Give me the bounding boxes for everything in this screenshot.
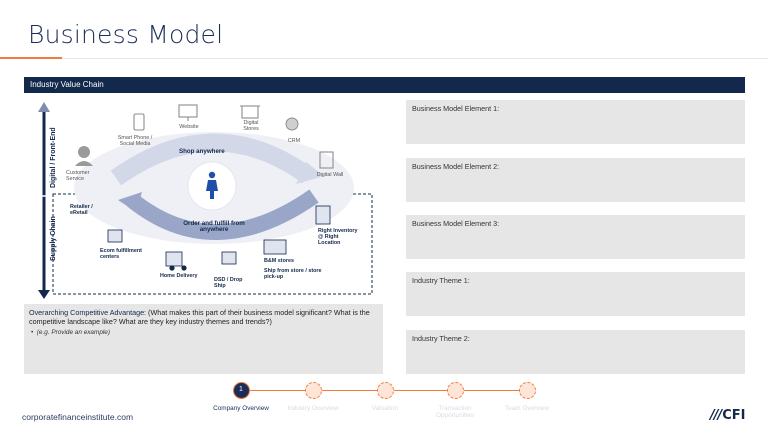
value-chain-diagram: Digital / Front-End Supply Chain Smart P… bbox=[24, 96, 379, 301]
step-label: Company Overview bbox=[213, 405, 269, 412]
title-divider bbox=[62, 58, 768, 59]
customer-figure-body bbox=[206, 180, 218, 199]
ecom-fulfillment-icon bbox=[107, 229, 123, 243]
business-model-element-2[interactable]: Business Model Element 2: bbox=[406, 158, 745, 202]
advantage-bullet: • (e.g. Provide an example) bbox=[31, 329, 110, 336]
right-inventory-icon bbox=[315, 205, 331, 225]
label-ecom-fulfillment: Ecom fulfillment centers bbox=[100, 248, 142, 260]
label-crm: CRM bbox=[287, 138, 301, 144]
step-company-overview[interactable]: 1 Company Overview bbox=[205, 382, 277, 412]
industry-theme-2[interactable]: Industry Theme 2: bbox=[406, 330, 745, 374]
logo-text: CFI bbox=[722, 408, 746, 423]
label-ship-from-store: Ship from store / store pick-up bbox=[264, 268, 322, 280]
cfi-logo: ///CFI bbox=[710, 408, 746, 423]
label-right-inventory: Right Inventory @ Right Location bbox=[318, 228, 358, 246]
element-label: Business Model Element 1: bbox=[412, 104, 500, 113]
step-industry-overview[interactable]: Industry Overview bbox=[277, 382, 349, 412]
top-arc bbox=[110, 133, 314, 186]
drop-ship-icon bbox=[221, 251, 237, 265]
bottom-arc bbox=[126, 189, 319, 240]
monitor-icon bbox=[178, 104, 198, 118]
label-customer-service: Customer Service bbox=[66, 170, 90, 182]
advantage-heading: Overarching Competitive Advantage: bbox=[29, 308, 147, 317]
step-dot bbox=[518, 382, 536, 399]
bottom-arc-head bbox=[118, 192, 142, 212]
axis-label-supply-chain: Supply Chain bbox=[50, 216, 57, 261]
step-dot bbox=[376, 382, 394, 399]
label-digital-wall: Digital Wall bbox=[316, 172, 344, 178]
crm-icon bbox=[285, 117, 299, 131]
label-home-delivery: Home Delivery bbox=[160, 273, 198, 279]
footer-url[interactable]: corporatefinanceinstitute.com bbox=[22, 412, 134, 422]
business-model-element-3[interactable]: Business Model Element 3: bbox=[406, 215, 745, 259]
title-accent-rule bbox=[0, 57, 62, 59]
advantage-bullet-text: (e.g. Provide an example) bbox=[36, 329, 110, 336]
digital-wall-icon bbox=[319, 151, 334, 169]
supply-chain-box bbox=[52, 193, 373, 295]
top-arc-head bbox=[296, 162, 324, 184]
element-label: Business Model Element 3: bbox=[412, 219, 500, 228]
element-label: Industry Theme 2: bbox=[412, 334, 470, 343]
step-valuation[interactable]: Valuation bbox=[349, 382, 421, 412]
element-label: Business Model Element 2: bbox=[412, 162, 500, 171]
business-model-element-1[interactable]: Business Model Element 1: bbox=[406, 100, 745, 144]
label-retailer: Retailer / eRetail bbox=[70, 204, 93, 216]
industry-theme-1[interactable]: Industry Theme 1: bbox=[406, 272, 745, 316]
label-website: Website bbox=[179, 124, 199, 130]
step-label: Industry Overview bbox=[287, 405, 339, 412]
logo-slashes-icon: /// bbox=[710, 408, 722, 423]
axis-arrow-up bbox=[38, 102, 50, 112]
step-dot bbox=[446, 382, 464, 399]
step-label: Valuation bbox=[371, 405, 399, 412]
home-delivery-icon bbox=[165, 251, 183, 267]
step-label: Transaction Opportunities bbox=[435, 405, 474, 419]
page-title: Business Model bbox=[28, 20, 224, 49]
step-team-overview[interactable]: Team Overview bbox=[491, 382, 563, 412]
section-banner: Industry Value Chain bbox=[24, 77, 745, 93]
element-label: Industry Theme 1: bbox=[412, 276, 470, 285]
axis-arrow-down bbox=[38, 290, 50, 299]
label-order-fulfill: Order and fulfill from anywhere bbox=[183, 220, 245, 233]
label-shop-anywhere: Shop anywhere bbox=[179, 148, 225, 155]
diagram-graphics bbox=[38, 102, 373, 299]
competitive-advantage-box[interactable]: Overarching Competitive Advantage: (What… bbox=[24, 304, 383, 374]
label-bm-stores: B&M stores bbox=[264, 258, 294, 264]
digital-store-icon bbox=[241, 105, 259, 119]
label-digital-stores: Digital Stores bbox=[243, 120, 259, 132]
step-dot-active: 1 bbox=[232, 382, 250, 399]
label-dsd: DSD / Drop Ship bbox=[214, 277, 243, 289]
advantage-prompt: (What makes this part of their business … bbox=[29, 308, 370, 326]
step-dot bbox=[304, 382, 322, 399]
step-transaction-opportunities[interactable]: Transaction Opportunities bbox=[419, 382, 491, 419]
store-icon bbox=[263, 239, 287, 255]
axis-label-digital: Digital / Front-End bbox=[50, 127, 57, 188]
customer-figure-head bbox=[208, 171, 216, 179]
smartphone-icon bbox=[133, 113, 145, 131]
customer-service-icon bbox=[75, 146, 93, 166]
label-smart-phone: Smart Phone / Social Media bbox=[117, 135, 153, 147]
step-label: Team Overview bbox=[504, 405, 550, 412]
advantage-text: Overarching Competitive Advantage: (What… bbox=[29, 308, 378, 326]
progress-stepper: 1 Company Overview Industry Overview Val… bbox=[205, 382, 565, 422]
